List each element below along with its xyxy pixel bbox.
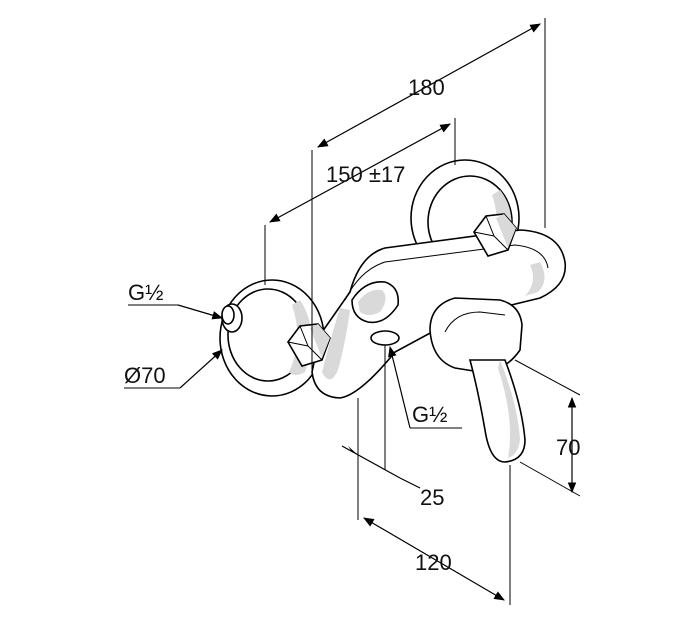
lever-handle xyxy=(429,297,526,463)
dim-inlet-thread: G½ xyxy=(128,280,224,320)
inlet-nipple xyxy=(221,303,243,333)
label-outlet-thread: G½ xyxy=(412,402,447,427)
dim-25: 25 xyxy=(341,345,444,520)
dim-150: 150 ±17 xyxy=(264,118,456,285)
outlet-hole xyxy=(370,330,400,346)
label-150: 150 ±17 xyxy=(326,162,405,187)
label-180: 180 xyxy=(408,75,445,100)
label-70: 70 xyxy=(556,435,580,460)
label-120: 120 xyxy=(415,550,452,575)
dim-70: 70 xyxy=(514,359,580,497)
label-rosette-diameter: Ø70 xyxy=(124,363,166,388)
right-hex-nut xyxy=(473,213,517,257)
left-hex-nut xyxy=(287,323,331,367)
dim-outlet-thread: G½ xyxy=(388,345,462,429)
dim-120: 120 xyxy=(363,465,511,605)
label-inlet-thread: G½ xyxy=(128,280,163,305)
dim-rosette-diameter: Ø70 xyxy=(124,349,223,389)
label-25: 25 xyxy=(420,485,444,510)
